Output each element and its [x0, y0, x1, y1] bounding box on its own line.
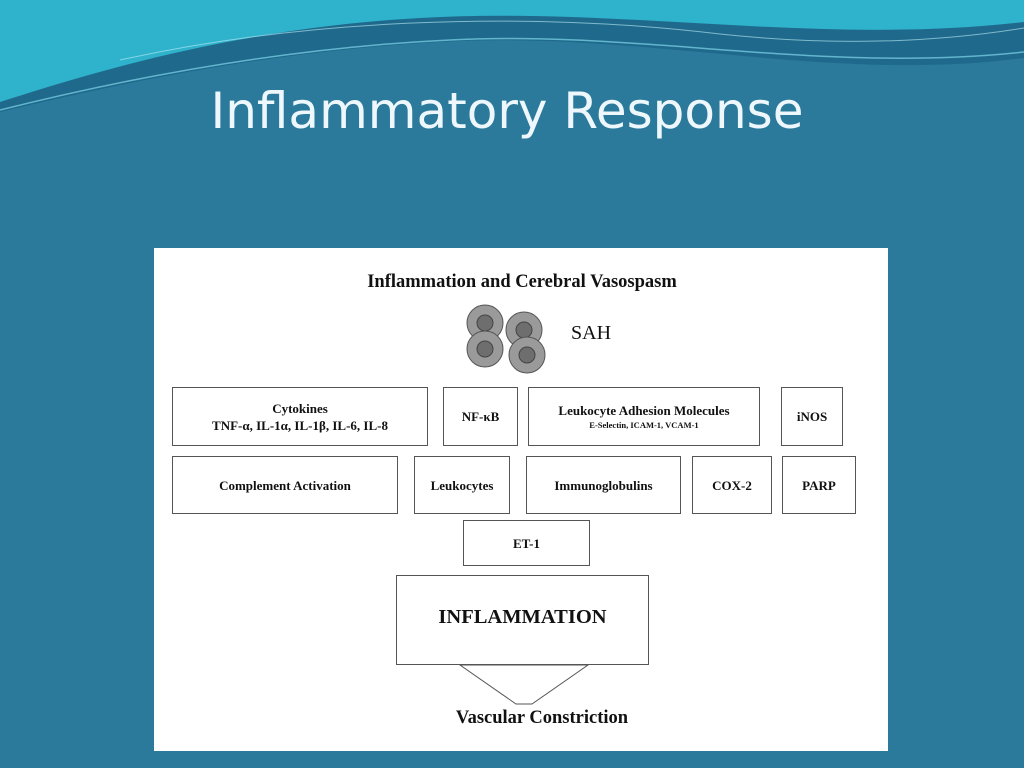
figure-title: Inflammation and Cerebral Vasospasm: [367, 272, 677, 292]
inos-box: iNOS: [781, 387, 843, 446]
cox2-label: COX-2: [712, 477, 752, 493]
cytokines-detail: TNF-α, IL-1α, IL-1β, IL-6, IL-8: [212, 417, 388, 433]
diagram-figure: Inflammation and Cerebral Vasospasm SAH …: [154, 248, 888, 751]
adhesion-molecules-box: Leukocyte Adhesion Molecules E-Selectin,…: [528, 387, 760, 446]
adhesion-detail: E-Selectin, ICAM-1, VCAM-1: [589, 420, 699, 430]
inflammation-label: INFLAMMATION: [438, 605, 607, 628]
blood-cells-icon: [466, 304, 546, 374]
wave-highlight: [0, 37, 1024, 111]
cox2-box: COX-2: [692, 456, 772, 514]
vascular-constriction-label: Vascular Constriction: [455, 708, 629, 728]
nfkb-label: NF-κB: [461, 409, 500, 424]
leukocytes-label: Leukocytes: [430, 477, 494, 493]
immunoglobulins-box: Immunoglobulins: [526, 456, 681, 514]
nfkb-box: NF-κB: [443, 387, 518, 446]
sah-label: SAH: [571, 322, 612, 344]
slide-title: Inflammatory Response: [210, 82, 804, 140]
cytokines-box: Cytokines TNF-α, IL-1α, IL-1β, IL-6, IL-…: [172, 387, 428, 446]
inflammation-box: INFLAMMATION: [396, 575, 649, 665]
background-waves: [0, 0, 1024, 112]
inos-label: iNOS: [796, 409, 828, 424]
cytokines-heading: Cytokines: [272, 400, 328, 416]
et1-box: ET-1: [463, 520, 590, 566]
parp-label: PARP: [802, 477, 836, 493]
complement-label: Complement Activation: [219, 477, 351, 493]
leukocytes-box: Leukocytes: [414, 456, 510, 514]
complement-box: Complement Activation: [172, 456, 398, 514]
adhesion-heading: Leukocyte Adhesion Molecules: [558, 403, 730, 418]
down-arrow-icon: [458, 664, 590, 705]
et1-label: ET-1: [513, 535, 540, 551]
wave-highlight-top: [119, 20, 1024, 61]
parp-box: PARP: [782, 456, 856, 514]
immunoglobulins-label: Immunoglobulins: [554, 477, 653, 493]
wave-band-light: [0, 0, 1024, 102]
